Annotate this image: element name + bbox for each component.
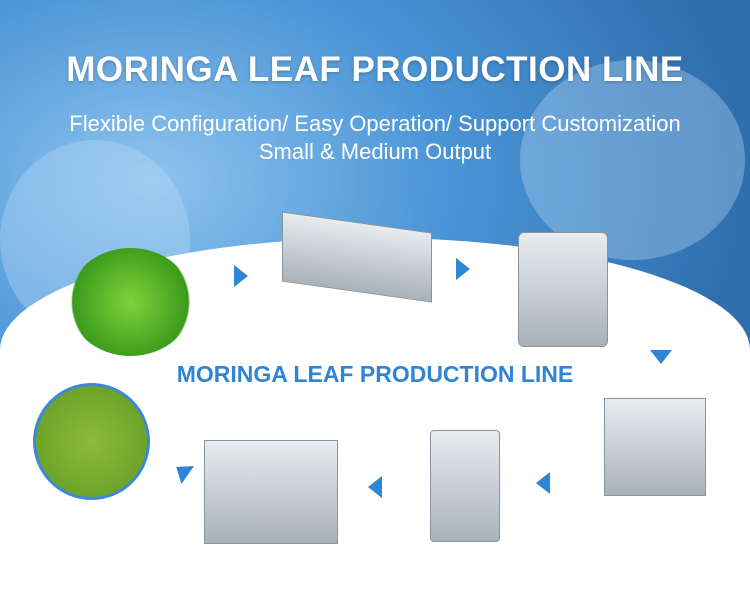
arrow-right-icon (234, 265, 248, 287)
arrow-down-icon (650, 350, 672, 364)
grinding-machine-image (430, 430, 500, 542)
background-garlic (520, 60, 745, 260)
section-title: MORINGA LEAF PRODUCTION LINE (176, 361, 574, 387)
page-title: MORINGA LEAF PRODUCTION LINE (66, 50, 684, 89)
drying-oven-image (604, 398, 706, 496)
subtitle-line1: Flexible Configuration/ Easy Operation/ … (69, 111, 681, 136)
moringa-powder-image (33, 383, 150, 500)
arrow-right-icon (456, 258, 470, 280)
arrow-left-icon (368, 476, 382, 498)
moringa-leaves-image (68, 248, 193, 356)
cutting-machine-image (518, 232, 608, 347)
packing-machine-image (204, 440, 338, 544)
subtitle-line2: Small & Medium Output (258, 139, 492, 164)
arrow-left-icon (536, 472, 550, 494)
